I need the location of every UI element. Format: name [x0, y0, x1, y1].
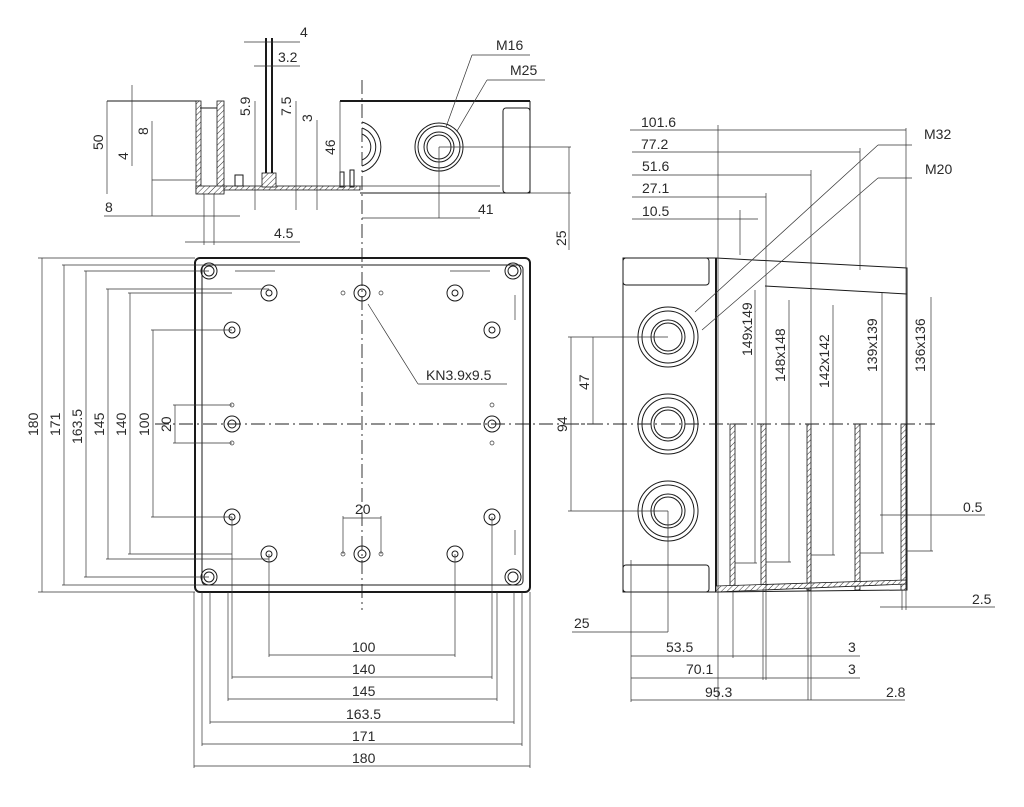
- section-149: 149x149: [739, 302, 755, 356]
- dim-20-spacing: 20: [355, 501, 371, 517]
- dim-3-b: 3: [848, 661, 856, 677]
- dim-101-6: 101.6: [641, 114, 676, 130]
- dim-3-a: 3: [848, 639, 856, 655]
- top-view: [38, 257, 600, 768]
- dim-100-horizontal: 100: [352, 639, 376, 655]
- dim-180-horizontal: 180: [352, 750, 376, 766]
- section-view: [104, 38, 571, 610]
- dim-100-vertical: 100: [136, 412, 152, 436]
- dim-27-1: 27.1: [642, 180, 669, 196]
- dim-7-5: 7.5: [278, 96, 294, 116]
- dim-171-horizontal: 171: [352, 728, 376, 744]
- section-142: 142x142: [816, 334, 832, 388]
- section-139: 139x139: [864, 318, 880, 372]
- dim-53-5: 53.5: [666, 639, 693, 655]
- dim-4: 4: [300, 24, 308, 40]
- dim-50: 50: [90, 134, 106, 150]
- dim-163-5-horizontal: 163.5: [346, 706, 381, 722]
- dim-145-vertical: 145: [91, 412, 107, 436]
- dim-140-horizontal: 140: [352, 661, 376, 677]
- side-view: [565, 125, 995, 702]
- dim-41: 41: [478, 201, 494, 217]
- dim-47: 47: [576, 374, 592, 390]
- dim-25-height: 25: [553, 230, 569, 246]
- dim-140-vertical: 140: [113, 412, 129, 436]
- dim-95-3: 95.3: [705, 684, 732, 700]
- dim-8-flange: 8: [105, 199, 113, 215]
- thread-label-m25: M25: [510, 62, 537, 78]
- dim-25-offset: 25: [574, 615, 590, 631]
- top-view-labels: 180 171 163.5 145 140 100 20 100 140 145…: [25, 367, 492, 766]
- dim-10-5: 10.5: [642, 203, 669, 219]
- dim-70-1: 70.1: [686, 661, 713, 677]
- section-148: 148x148: [772, 328, 788, 382]
- dim-3-2: 3.2: [278, 49, 298, 65]
- dim-3-floor: 3: [299, 114, 315, 122]
- dim-5-9: 5.9: [237, 96, 253, 116]
- dim-2-8: 2.8: [886, 684, 906, 700]
- dim-163-5-vertical: 163.5: [69, 409, 85, 444]
- thread-label-m20: M20: [925, 161, 952, 177]
- section-view-labels: 4 3.2 50 4 8 5.9 7.5 3 46 8 4.5 41 25 M1…: [90, 24, 569, 246]
- dim-94: 94: [554, 416, 570, 432]
- dim-2-5: 2.5: [972, 591, 992, 607]
- dim-4-lip: 4: [115, 152, 131, 160]
- dim-0-5: 0.5: [963, 499, 983, 515]
- dim-77-2: 77.2: [641, 136, 668, 152]
- dim-51-6: 51.6: [642, 158, 669, 174]
- thread-label-m16: M16: [496, 37, 523, 53]
- section-136: 136x136: [912, 318, 928, 372]
- corner-screw: [504, 568, 522, 586]
- thread-label-m32: M32: [924, 126, 951, 142]
- dim-171-vertical: 171: [47, 412, 63, 436]
- dim-20-vertical: 20: [158, 416, 174, 432]
- dim-180-vertical: 180: [25, 412, 41, 436]
- dim-8-boss: 8: [135, 127, 151, 135]
- side-view-labels: 101.6 77.2 51.6 27.1 10.5 M32 M20 149x14…: [554, 114, 992, 700]
- dim-145-horizontal: 145: [352, 683, 376, 699]
- screw-callout: KN3.9x9.5: [426, 367, 492, 383]
- corner-screw: [504, 262, 522, 280]
- dim-4-5: 4.5: [274, 225, 294, 241]
- dim-46: 46: [322, 139, 338, 155]
